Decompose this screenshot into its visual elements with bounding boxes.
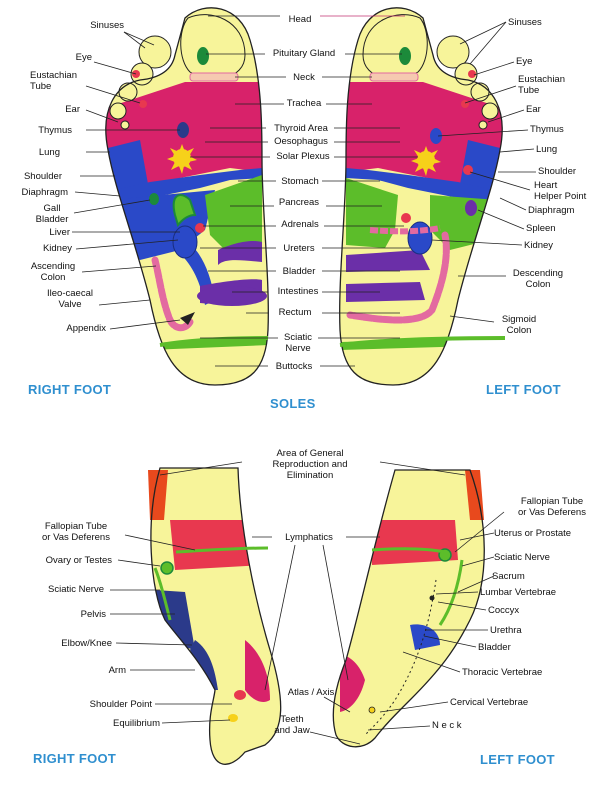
label-left-thoracic-vertebrae: Thoracic Vertebrae: [462, 667, 543, 678]
label-right-liver: Liver: [49, 227, 70, 238]
right-sole-illustration: [105, 7, 269, 386]
label-left-diaphragm: Diaphragm: [528, 205, 575, 216]
label-thyroid-area: Thyroid Area: [274, 123, 328, 134]
label-left-sciatic-nerve: Sciatic Nerve: [494, 552, 550, 563]
label-left-sacrum: Sacrum: [492, 571, 525, 582]
label-right-eustachian-tube: Eustachian Tube: [30, 70, 78, 92]
label-left-lung: Lung: [536, 144, 558, 155]
label-left-bladder: Bladder: [478, 642, 511, 653]
caption-soles: SOLES: [270, 396, 316, 411]
label-sciatic-nerve: Sciatic Nerve: [284, 332, 312, 354]
label-right-appendix: Appendix: [66, 323, 106, 334]
label-right-thymus: Thymus: [38, 125, 72, 136]
label-right-lung: Lung: [38, 147, 60, 158]
label-left-descending-colon: Descending Colon: [512, 268, 564, 290]
label-pituitary-gland: Pituitary Gland: [272, 48, 336, 59]
label-right-diaphragm: Diaphragm: [21, 187, 68, 198]
label-left-spleen: Spleen: [526, 223, 556, 234]
right-solar-plexus-burst: [167, 144, 197, 174]
label-left-sinuses: Sinuses: [508, 17, 542, 28]
label-oesophagus: Oesophagus: [274, 136, 328, 147]
label-left-eye: Eye: [516, 56, 533, 67]
label-left-lumbar-vertebrae: Lumbar Vertebrae: [480, 587, 557, 598]
label-left-sigmoid-colon: Sigmoid Colon: [501, 314, 537, 336]
left-solar-plexus-burst: [411, 146, 441, 176]
label-left-urethra: Urethra: [490, 625, 522, 636]
label-rectum: Rectum: [278, 307, 312, 318]
caption-right-foot-bottom: RIGHT FOOT: [33, 751, 117, 766]
label-right-shoulder-point: Shoulder Point: [89, 699, 152, 710]
label-right-ileo-caecal-valve: Ileo-caecal Valve: [47, 288, 93, 310]
label-right-ascending-colon: Ascending Colon: [30, 261, 76, 283]
label-right-elbow-knee: Elbow/Knee: [61, 638, 112, 649]
label-left-fallopian-tube: Fallopian Tube or Vas Deferens: [518, 496, 586, 518]
label-right-ovary-or-testes: Ovary or Testes: [45, 555, 112, 566]
label-left-neck: N e c k: [432, 720, 462, 731]
label-left-shoulder: Shoulder: [538, 166, 577, 177]
label-solar-plexus: Solar Plexus: [276, 151, 330, 162]
label-right-gall-bladder: Gall Bladder: [35, 203, 69, 225]
label-stomach: Stomach: [281, 176, 319, 187]
label-intestines: Intestines: [277, 286, 319, 297]
label-right-sinuses: Sinuses: [90, 20, 124, 31]
label-left-ear: Ear: [526, 104, 541, 115]
label-atlas-axis: Atlas / Axis: [287, 687, 335, 698]
label-area-of-general-reproduction: Area of General Reproduction and Elimina…: [272, 448, 348, 481]
label-head: Head: [288, 14, 312, 25]
label-right-arm: Arm: [108, 665, 126, 676]
label-left-thymus: Thymus: [530, 124, 564, 135]
label-buttocks: Buttocks: [275, 361, 313, 372]
label-left-cervical-vertebrae: Cervical Vertebrae: [450, 697, 529, 708]
label-teeth-and-jaw: Teeth and Jaw: [274, 714, 310, 736]
label-trachea: Trachea: [286, 98, 322, 109]
label-left-coccyx: Coccyx: [488, 605, 520, 616]
label-ureters: Ureters: [283, 243, 315, 254]
label-right-pelvis: Pelvis: [80, 609, 106, 620]
label-right-fallopian-tube: Fallopian Tube or Vas Deferens: [42, 521, 110, 543]
label-left-heart-helper-point: Heart Helper Point: [534, 180, 587, 202]
left-sole-illustration: [339, 7, 506, 386]
caption-right-foot-top: RIGHT FOOT: [28, 382, 112, 397]
label-right-kidney: Kidney: [42, 243, 72, 254]
label-lymphatics: Lymphatics: [285, 532, 333, 543]
caption-left-foot-bottom: LEFT FOOT: [480, 752, 555, 767]
label-right-shoulder: Shoulder: [23, 171, 62, 182]
label-right-equilibrium: Equilibrium: [113, 718, 160, 729]
label-right-sciatic-nerve: Sciatic Nerve: [48, 584, 104, 595]
label-right-ear: Ear: [65, 104, 80, 115]
right-foot-side-illustration: [148, 467, 282, 765]
label-right-eye: Eye: [75, 52, 92, 63]
label-pancreas: Pancreas: [278, 197, 320, 208]
label-adrenals: Adrenals: [281, 219, 319, 230]
label-left-uterus-or-prostate: Uterus or Prostate: [494, 528, 572, 539]
label-left-kidney: Kidney: [524, 240, 554, 251]
caption-left-foot-top: LEFT FOOT: [486, 382, 561, 397]
label-neck: Neck: [293, 72, 315, 83]
label-left-eustachian-tube: Eustachian Tube: [518, 74, 566, 96]
label-bladder: Bladder: [282, 266, 316, 277]
leader-lines: [72, 15, 536, 745]
